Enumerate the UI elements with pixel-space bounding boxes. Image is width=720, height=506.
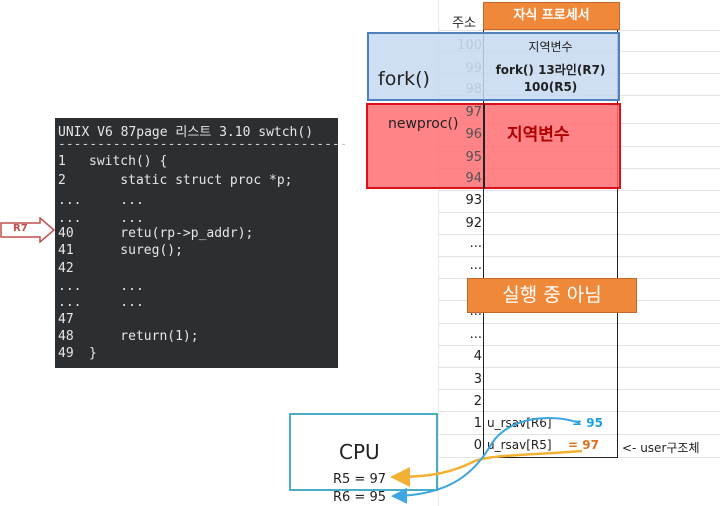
code-separator: ------------------------------------- (58, 137, 348, 152)
line-number: 1 (58, 154, 66, 169)
code-line: switch() { (89, 154, 168, 169)
code-line: ... (89, 193, 144, 208)
r7-arrow-icon (0, 217, 56, 243)
code-line: return(1); (89, 329, 199, 344)
code-line: ... (89, 295, 144, 310)
code-line: sureg(); (89, 243, 183, 258)
line-number: 47 (58, 312, 74, 327)
fork-return-r7: fork() 13라인(R7) (495, 63, 606, 77)
address-number: 97 (465, 105, 482, 120)
line-number: 40 (58, 226, 74, 241)
grid-line (438, 30, 720, 31)
line-number: ... (58, 279, 82, 294)
fork-label: fork() (378, 68, 430, 90)
grid-line (438, 434, 720, 435)
newproc-frame (366, 103, 621, 189)
code-line: ... (89, 279, 144, 294)
grid-line (438, 212, 720, 213)
address-number: 4 (473, 349, 482, 364)
r6-restore-arrow (391, 417, 581, 504)
grid-line (438, 345, 720, 346)
fork-frame (367, 32, 620, 101)
address-number: ... (469, 327, 482, 342)
cpu-r5: R5 = 97 (333, 472, 387, 487)
line-number: 49 (58, 346, 74, 361)
line-number: 48 (58, 329, 74, 344)
address-number: 94 (465, 171, 482, 186)
code-line: ... (89, 211, 144, 226)
child-process-header: 자식 프로세서 (483, 2, 620, 30)
line-number: ... (58, 211, 82, 226)
grid-line (438, 256, 720, 257)
line-number: ... (58, 193, 82, 208)
grid-line (438, 411, 720, 412)
r7-marker-label: R7 (13, 223, 28, 234)
u-rsav-r5-label: u_rsav[R5] (487, 438, 552, 452)
code-title: UNIX V6 87page 리스트 3.10 swtch() (58, 125, 314, 140)
code-line: static struct proc *p; (89, 173, 293, 188)
stack-column (483, 30, 618, 458)
r5-restore-arrow (390, 449, 583, 487)
grid-line (438, 190, 720, 191)
not-running-badge: 실행 중 아님 (467, 278, 637, 313)
line-number: 2 (58, 173, 66, 188)
grid-line (438, 389, 720, 390)
code-line: } (89, 346, 97, 361)
address-header: 주소 (452, 16, 476, 31)
u-rsav-r5-value: = 97 (568, 438, 599, 452)
address-number: 1 (473, 416, 482, 431)
code-line: retu(rp->p_addr); (89, 226, 254, 241)
fork-r5-value: 100(R5) (523, 80, 578, 94)
address-number: 2 (473, 394, 482, 409)
newproc-label: newproc() (388, 116, 459, 132)
line-number: 41 (58, 243, 74, 258)
grid-line (438, 367, 720, 368)
cpu-box (289, 413, 438, 491)
stack-divider (483, 103, 485, 189)
fork-local-vars: 지역변수 (528, 40, 573, 54)
grid-line (438, 234, 720, 235)
address-number: 92 (465, 216, 482, 231)
address-number: ... (469, 258, 482, 273)
address-number: ... (469, 236, 482, 251)
code-panel: UNIX V6 87page 리스트 3.10 swtch() --------… (55, 118, 348, 368)
cpu-r6: R6 = 95 (333, 490, 387, 505)
user-struct-note: <- user구조체 (622, 441, 700, 455)
address-number: 93 (465, 193, 482, 208)
line-number: 42 (58, 261, 74, 276)
newproc-local-vars: 지역변수 (507, 125, 570, 145)
line-number: ... (58, 295, 82, 310)
address-number: 96 (465, 127, 482, 142)
grid-line (438, 323, 720, 324)
address-number: 0 (473, 438, 482, 453)
address-number: 3 (473, 372, 482, 387)
register-restore-arrows (390, 417, 583, 504)
grid-line (438, 0, 439, 506)
address-number: 95 (465, 150, 482, 165)
cpu-label: CPU (339, 440, 380, 464)
